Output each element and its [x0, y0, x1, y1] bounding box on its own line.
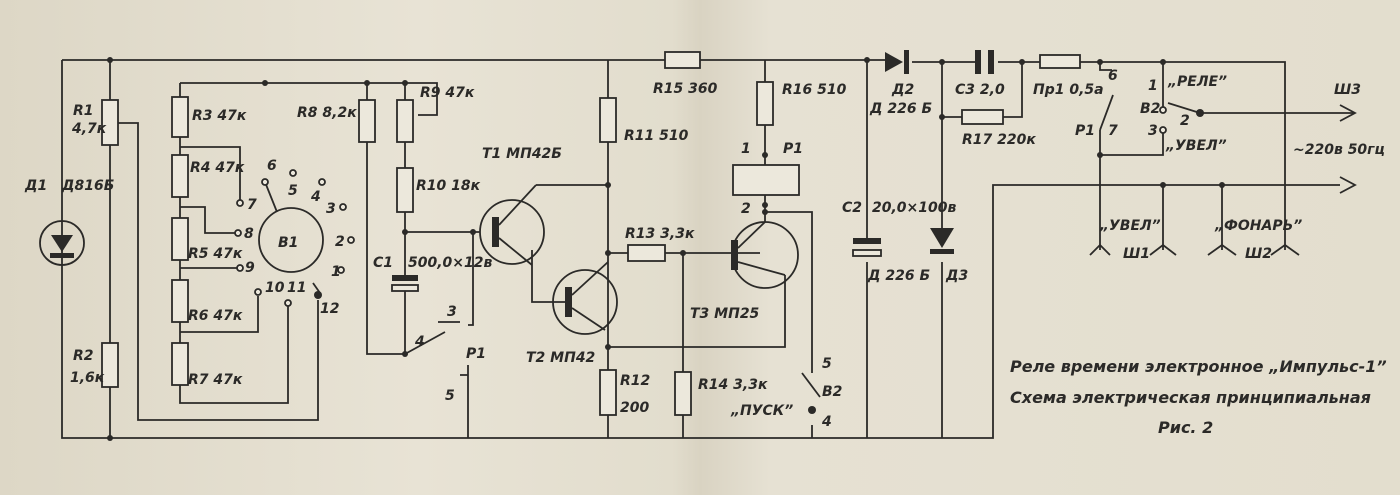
label-r6: R6 47к — [188, 308, 243, 324]
label-b1-pin: 5 — [288, 183, 298, 199]
label-r15: R15 360 — [653, 81, 718, 97]
label-c2-val: 20,0×100в — [872, 200, 956, 216]
label-rele: „РЕЛЕ” — [1167, 74, 1227, 90]
label-c2: С2 — [842, 200, 862, 216]
label-p1-contact: 4 — [414, 334, 425, 350]
label-c1: С1 — [373, 255, 393, 271]
label-d1-type: Д816Б — [61, 178, 114, 194]
label-r7: R7 47к — [188, 372, 243, 388]
label-r5: R5 47к — [188, 246, 243, 262]
label-d2-type: Д 226 Б — [869, 101, 932, 117]
label-b1-pin: 7 — [247, 197, 257, 213]
switch-b1 — [234, 106, 1167, 307]
label-b2-contact: 4 — [821, 414, 832, 430]
label-coil-pin: 1 — [741, 141, 751, 157]
diodes — [39, 50, 954, 266]
label-b1-pin: 3 — [326, 201, 336, 217]
label-b1-pin: 9 — [245, 260, 255, 276]
label-t2: Т2 МП42 — [526, 350, 595, 366]
label-d2: Д2 — [891, 82, 914, 98]
label-r13: R13 3,3к — [625, 226, 695, 242]
label-b1-pin: 11 — [287, 280, 306, 296]
label-t3: Т3 МП25 — [690, 306, 760, 322]
label-r4: R4 47к — [190, 160, 245, 176]
label-sh1: Ш1 — [1123, 246, 1150, 262]
label-b1-pin: 8 — [244, 226, 254, 242]
label-p1-right: Р1 — [1075, 123, 1095, 139]
label-b1-pin: 10 — [265, 280, 285, 296]
label-r11: R11 510 — [624, 128, 689, 144]
label-sh1-name: „УВЕЛ” — [1099, 218, 1161, 234]
label-b1-pin: 6 — [267, 158, 277, 174]
label-b2-contact: 2 — [1180, 113, 1190, 129]
caption-subtitle: Схема электрическая принципиальная — [1010, 388, 1371, 407]
label-sh2: Ш2 — [1245, 246, 1272, 262]
label-coil-pin: 2 — [741, 201, 751, 217]
label-uvel-switch: „УВЕЛ” — [1165, 138, 1227, 154]
label-b2: В2 — [822, 384, 842, 400]
label-start: „ПУСК” — [730, 403, 793, 419]
component-labels: Д1 Д816Б R1 4,7к R2 1,6к R3 47к R4 47к R… — [24, 68, 1385, 430]
label-b1-pin: 4 — [310, 189, 321, 205]
caption: Реле времени электронное „Импульс-1” Схе… — [1010, 357, 1387, 437]
label-r2: R2 — [73, 348, 94, 364]
label-r2-val: 1,6к — [70, 370, 105, 386]
label-r12: R12 — [620, 373, 650, 389]
relay-coil — [732, 164, 800, 196]
label-r9: R9 47к — [420, 85, 475, 101]
label-r12-val: 200 — [620, 400, 649, 416]
label-d3-type: Д 226 Б — [867, 268, 930, 284]
label-r1-val: 4,7к — [71, 121, 107, 137]
capacitors — [391, 50, 994, 292]
label-sh3: Ш3 — [1334, 82, 1361, 98]
label-r8: R8 8,2к — [297, 105, 357, 121]
label-mains: ~220в 50гц — [1293, 142, 1385, 158]
label-b1-pin: 1 — [331, 264, 341, 280]
label-r10: R10 18к — [416, 178, 481, 194]
label-b1: В1 — [278, 235, 298, 251]
label-r16: R16 510 — [782, 82, 847, 98]
caption-title: Реле времени электронное „Импульс-1” — [1010, 357, 1387, 376]
junction-dots — [107, 57, 1225, 441]
label-r17: R17 220к — [962, 132, 1036, 148]
label-t1: Т1 МП42Б — [482, 146, 562, 162]
label-fuse: Пр1 0,5а — [1033, 82, 1104, 98]
label-b1-pin: 12 — [320, 301, 339, 317]
label-b2-right: В2 — [1140, 101, 1160, 117]
label-d1: Д1 — [24, 178, 47, 194]
resistors — [101, 51, 1081, 416]
caption-figure: Рис. 2 — [1158, 418, 1213, 437]
label-p1-left: Р1 — [466, 346, 486, 362]
label-r1: R1 — [73, 103, 94, 119]
label-d3: Д3 — [945, 268, 968, 284]
label-c3: С3 2,0 — [955, 82, 1005, 98]
label-r3: R3 47к — [192, 108, 247, 124]
label-r14: R14 3,3к — [698, 377, 768, 393]
label-p1-coil: Р1 — [783, 141, 803, 157]
label-p1-contact: 6 — [1108, 68, 1118, 84]
label-p1-contact: 7 — [1108, 123, 1118, 139]
label-p1-contact: 3 — [447, 304, 457, 320]
label-b2-contact: 1 — [1148, 78, 1158, 94]
label-b2-contact: 3 — [1148, 123, 1158, 139]
label-p1-contact: 5 — [445, 388, 455, 404]
label-sh2-name: „ФОНАРЬ” — [1214, 218, 1302, 234]
label-c1-val: 500,0×12в — [408, 255, 492, 271]
transistors — [479, 184, 799, 335]
label-b1-pin: 2 — [335, 234, 345, 250]
label-b2-contact: 5 — [822, 356, 832, 372]
